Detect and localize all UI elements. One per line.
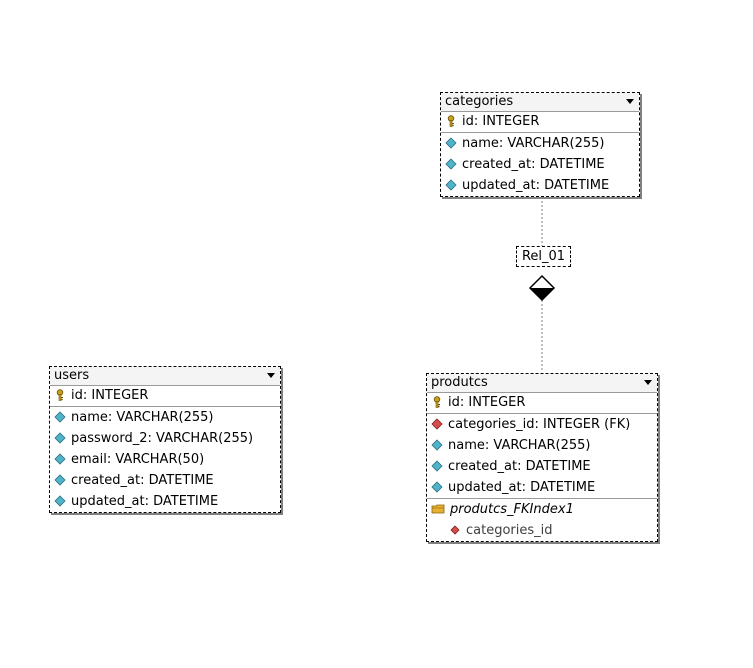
column-label: password_2: VARCHAR(255) xyxy=(71,431,254,446)
cyan-diamond-icon xyxy=(445,178,457,191)
cyan-diamond-icon xyxy=(54,494,66,507)
column-row[interactable]: created_at: DATETIME xyxy=(441,154,639,175)
table-title: categories xyxy=(445,94,514,109)
column-label: updated_at: DATETIME xyxy=(462,178,610,193)
column-row[interactable]: password_2: VARCHAR(255) xyxy=(50,428,280,449)
cyan-diamond-icon xyxy=(445,136,457,149)
dropdown-arrow-icon[interactable] xyxy=(644,380,652,385)
table-categories[interactable]: categories id: INTEGER name: VARCHAR(255… xyxy=(440,92,640,197)
key-icon xyxy=(447,114,455,127)
dropdown-arrow-icon[interactable] xyxy=(626,99,634,104)
folder-icon xyxy=(431,504,445,513)
relationship-label-rel-01[interactable]: Rel_01 xyxy=(516,246,571,267)
index-column-label: categories_id xyxy=(466,523,553,538)
table-title: produtcs xyxy=(431,375,488,390)
primary-key-row[interactable]: id: INTEGER xyxy=(441,112,639,133)
index-column-row[interactable]: categories_id xyxy=(427,520,657,541)
index-separator xyxy=(427,498,657,499)
column-label: created_at: DATETIME xyxy=(71,473,214,488)
column-label: id: INTEGER xyxy=(448,395,526,410)
column-label: name: VARCHAR(255) xyxy=(448,438,591,453)
foreign-key-row[interactable]: categories_id: INTEGER (FK) xyxy=(427,414,657,435)
column-label: email: VARCHAR(50) xyxy=(71,452,205,467)
cyan-diamond-icon xyxy=(54,452,66,465)
cyan-diamond-icon xyxy=(54,410,66,423)
column-row[interactable]: updated_at: DATETIME xyxy=(427,477,657,498)
one-to-many-diamond-icon xyxy=(528,274,556,302)
column-row[interactable]: created_at: DATETIME xyxy=(427,456,657,477)
column-row[interactable]: created_at: DATETIME xyxy=(50,470,280,491)
column-label: name: VARCHAR(255) xyxy=(71,410,214,425)
table-header[interactable]: categories xyxy=(441,93,639,112)
column-label: name: VARCHAR(255) xyxy=(462,136,605,151)
column-label: id: INTEGER xyxy=(71,388,149,403)
primary-key-row[interactable]: id: INTEGER xyxy=(50,386,280,407)
column-row[interactable]: name: VARCHAR(255) xyxy=(441,133,639,154)
table-users[interactable]: users id: INTEGER name: VARCHAR(255) pas… xyxy=(49,366,281,513)
column-row[interactable]: email: VARCHAR(50) xyxy=(50,449,280,470)
column-row[interactable]: updated_at: DATETIME xyxy=(50,491,280,512)
red-diamond-icon xyxy=(431,417,443,430)
column-label: updated_at: DATETIME xyxy=(448,480,596,495)
index-label: produtcs_FKIndex1 xyxy=(450,502,574,517)
table-header[interactable]: produtcs xyxy=(427,374,657,393)
column-label: created_at: DATETIME xyxy=(462,157,605,172)
table-header[interactable]: users xyxy=(50,367,280,386)
key-icon xyxy=(56,388,64,401)
cyan-diamond-icon xyxy=(431,459,443,472)
column-label: categories_id: INTEGER (FK) xyxy=(448,417,631,432)
primary-key-row[interactable]: id: INTEGER xyxy=(427,393,657,414)
column-label: updated_at: DATETIME xyxy=(71,494,219,509)
column-label: id: INTEGER xyxy=(462,114,540,129)
cyan-diamond-icon xyxy=(54,431,66,444)
cyan-diamond-icon xyxy=(445,157,457,170)
table-produtcs[interactable]: produtcs id: INTEGER categories_id: INTE… xyxy=(426,373,658,542)
column-label: created_at: DATETIME xyxy=(448,459,591,474)
index-row[interactable]: produtcs_FKIndex1 xyxy=(427,499,657,520)
table-title: users xyxy=(54,368,90,383)
cyan-diamond-icon xyxy=(431,480,443,493)
column-row[interactable]: updated_at: DATETIME xyxy=(441,175,639,196)
key-icon xyxy=(433,395,441,408)
dropdown-arrow-icon[interactable] xyxy=(267,373,275,378)
cyan-diamond-icon xyxy=(54,473,66,486)
column-row[interactable]: name: VARCHAR(255) xyxy=(50,407,280,428)
cyan-diamond-icon xyxy=(431,438,443,451)
column-row[interactable]: name: VARCHAR(255) xyxy=(427,435,657,456)
red-diamond-icon xyxy=(450,524,460,535)
